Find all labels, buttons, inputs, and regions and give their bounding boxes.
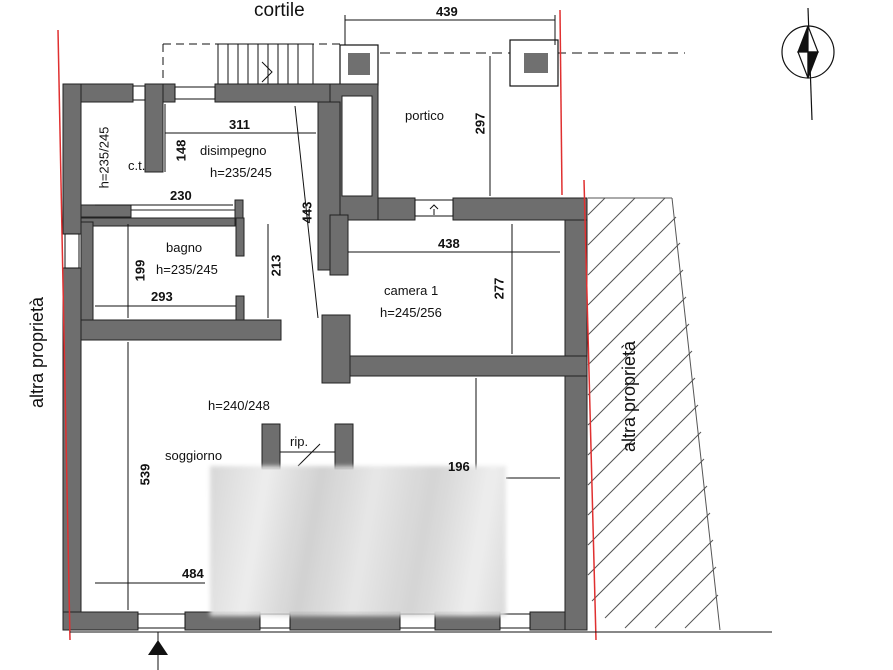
soggiorno-height: h=240/248 — [208, 398, 270, 413]
walls — [62, 83, 588, 631]
dim-148: 148 — [173, 139, 189, 162]
entrance-arrow-icon — [148, 640, 168, 655]
camera-height: h=245/256 — [380, 305, 442, 320]
ground-line — [70, 631, 772, 670]
portico-label: portico — [405, 108, 445, 123]
bagno-label: bagno — [166, 240, 203, 255]
dim-199: 199 — [132, 259, 148, 282]
dim-438: 438 — [438, 236, 460, 251]
disimpegno-label: disimpegno — [200, 143, 267, 158]
blurred-region — [210, 466, 506, 616]
dim-213: 213 — [268, 254, 284, 277]
dim-293: 293 — [151, 289, 173, 304]
north-arrow-icon — [781, 7, 835, 121]
dim-311: 311 — [229, 117, 250, 132]
soggiorno-label: soggiorno — [165, 448, 223, 463]
dim-484: 484 — [182, 566, 204, 581]
disimpegno-height: h=235/245 — [210, 165, 272, 180]
rip-label: rip. — [290, 434, 309, 449]
dim-443: 443 — [299, 201, 315, 224]
dim-297: 297 — [472, 112, 488, 135]
dim-230: 230 — [170, 188, 192, 203]
altra-proprieta-right: altra proprietà — [619, 340, 640, 453]
north-label: N — [796, 0, 810, 5]
cortile-outline — [162, 43, 685, 85]
dim-539: 539 — [137, 463, 153, 486]
cortile-label: cortile — [254, 0, 305, 21]
ct-height: h=235/245 — [96, 126, 112, 189]
dim-196: 196 — [448, 459, 470, 474]
property-boundaries — [57, 9, 597, 641]
camera-label: camera 1 — [384, 283, 439, 298]
dimension-lines — [95, 15, 560, 610]
dim-277: 277 — [491, 277, 507, 300]
windows — [64, 85, 531, 629]
ct-label: c.t. — [128, 158, 146, 173]
altra-proprieta-left: altra proprietà — [27, 296, 48, 409]
rip-stair — [280, 443, 335, 467]
bagno-height: h=235/245 — [156, 262, 218, 277]
portico-pillars — [339, 39, 559, 87]
dim-439: 439 — [436, 4, 458, 19]
neighbour-hatch — [587, 197, 721, 631]
